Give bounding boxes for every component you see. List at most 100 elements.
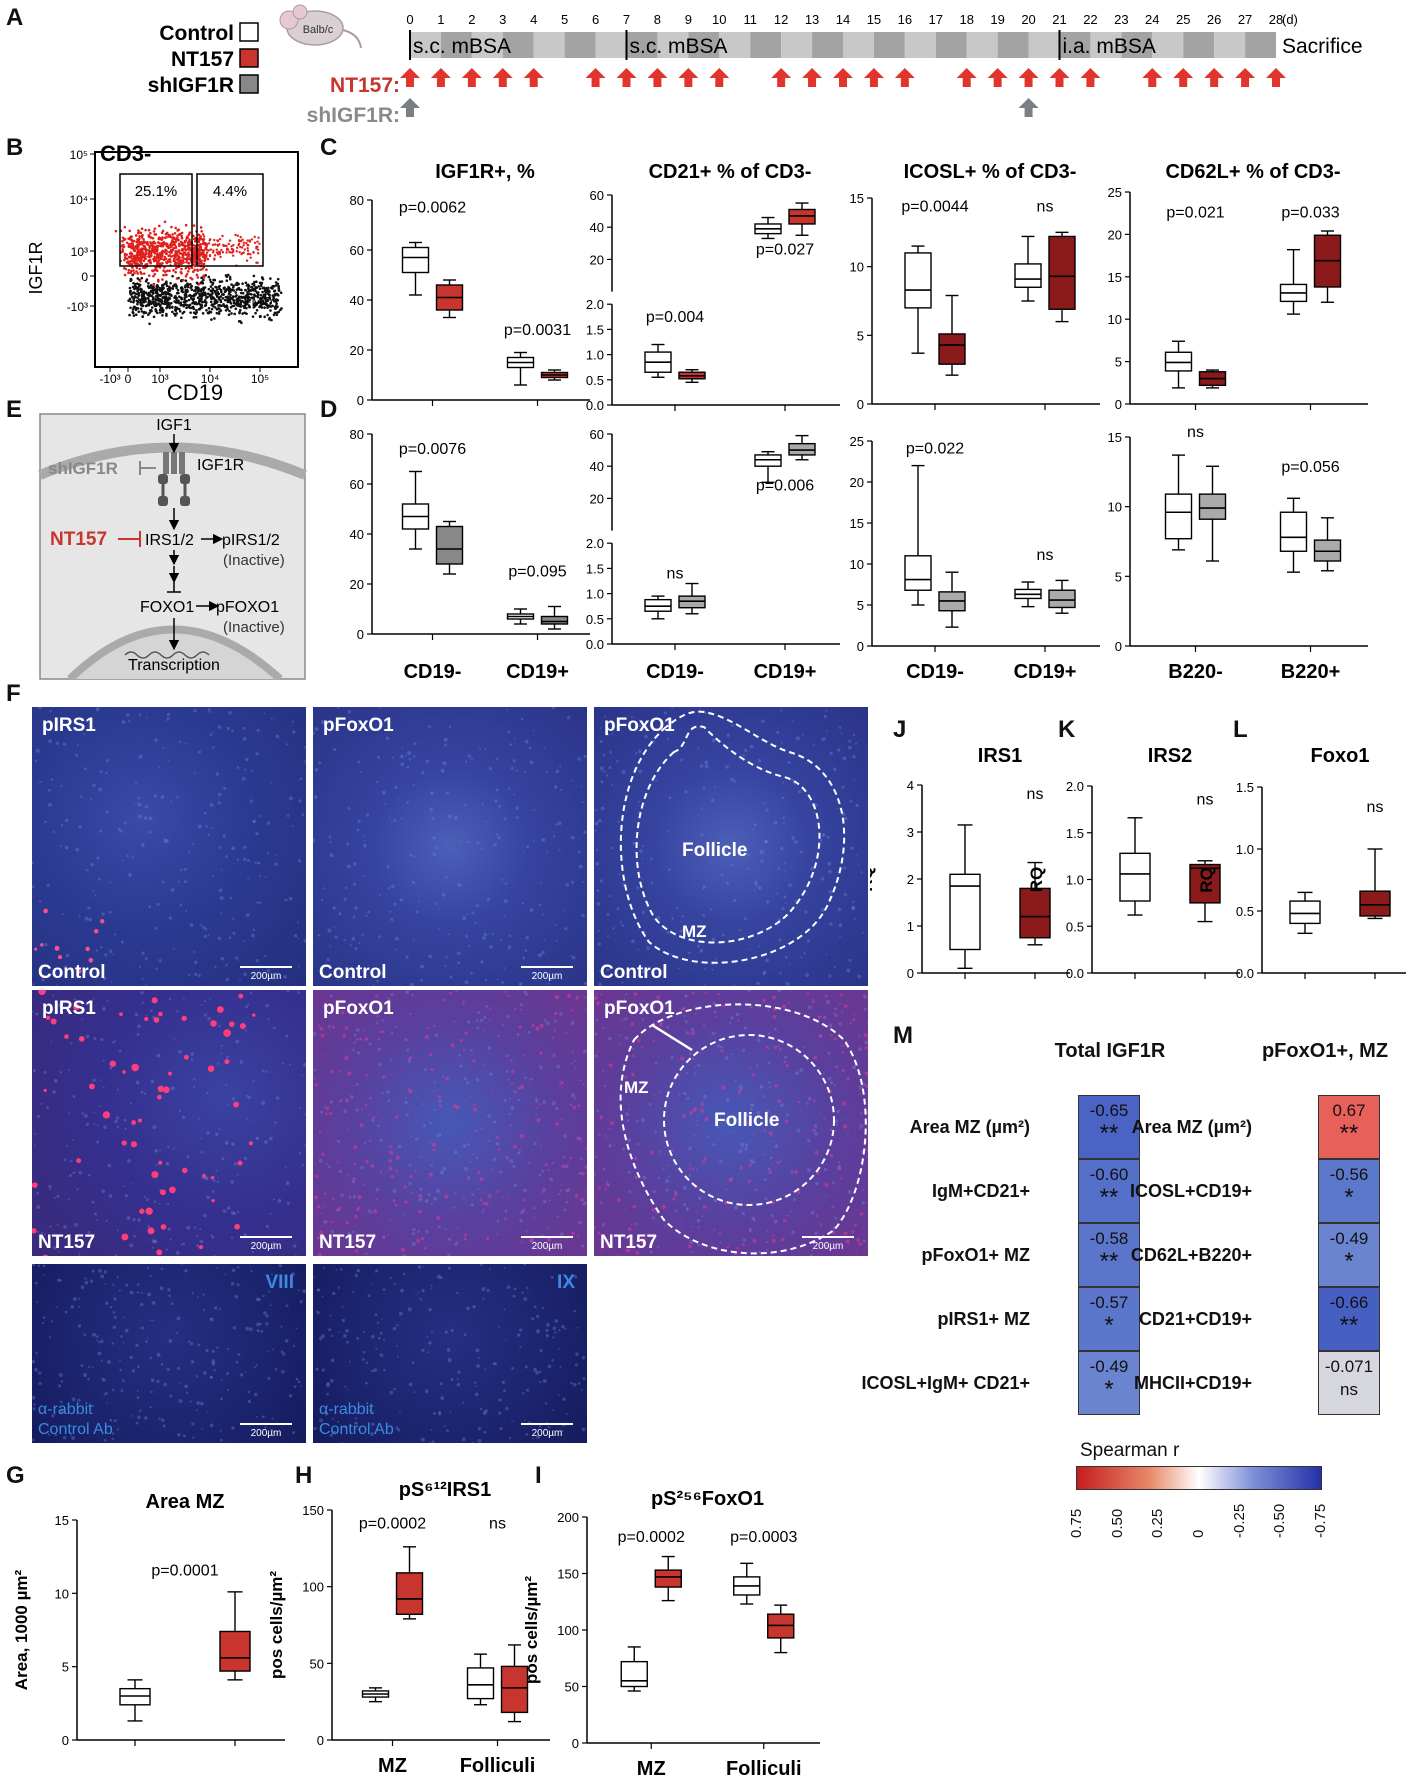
heatmap-row-label: MHCII+CD19+ xyxy=(1133,1373,1252,1393)
box xyxy=(401,470,430,550)
y-tick: 0.5 xyxy=(1066,919,1084,934)
box xyxy=(1048,579,1076,614)
flow-fmo-label: FMO xyxy=(244,294,273,309)
timeline-day-segment xyxy=(1090,32,1122,58)
micrograph-control-label: Control Ab xyxy=(319,1421,394,1438)
tissue-texture xyxy=(313,1264,586,1443)
y-tick: 1.0 xyxy=(586,587,604,602)
micrograph-stain-label: pFoxO1 xyxy=(323,715,394,736)
timeline-day-segment xyxy=(1028,32,1060,58)
heatmap-r-value: -0.66 xyxy=(1329,1293,1369,1312)
y-tick: 0.0 xyxy=(1066,966,1084,981)
scale-bar xyxy=(521,966,573,968)
category-label: MZ xyxy=(637,1758,666,1780)
box xyxy=(904,245,932,354)
category-label: CD19+ xyxy=(754,661,817,683)
nt157-arrow-icon xyxy=(400,68,420,87)
significance-label: p=0.0002 xyxy=(359,1515,426,1532)
mz-label: MZ xyxy=(682,922,707,941)
chart-title: pS²⁵⁶FoxO1 xyxy=(651,1488,764,1510)
day-tick: 4 xyxy=(530,12,537,27)
y-tick: 10 xyxy=(850,557,864,572)
day-tick: 0 xyxy=(406,12,413,27)
nt157-arrow-icon xyxy=(1204,68,1225,87)
y-tick: 40 xyxy=(350,293,364,308)
heatmap-cell: -0.65** xyxy=(1078,1095,1140,1159)
heatmap-r-value: -0.65 xyxy=(1089,1101,1129,1120)
day-tick: 9 xyxy=(685,12,692,27)
box xyxy=(395,1546,424,1620)
scale-bar-label: 200µm xyxy=(531,1428,563,1439)
heatmap-r-value: -0.60 xyxy=(1089,1165,1129,1184)
micrograph-control-label: Control Ab xyxy=(38,1421,113,1438)
flow-ytick: 10⁴ xyxy=(69,193,88,207)
y-tick: 5 xyxy=(1115,569,1122,584)
chart-title: Area MZ xyxy=(146,1491,225,1513)
legend-swatch xyxy=(239,48,259,68)
heatmap-cell: -0.57* xyxy=(1078,1287,1140,1351)
heatmap-r-value: -0.57 xyxy=(1089,1293,1129,1312)
y-tick: 150 xyxy=(557,1567,579,1582)
flow-xtick: 0 xyxy=(125,372,132,386)
y-tick: 5 xyxy=(857,598,864,613)
flow-title: CD3- xyxy=(100,141,151,166)
scale-bar xyxy=(802,1236,854,1238)
y-tick: 20 xyxy=(1108,227,1122,242)
box xyxy=(788,202,816,236)
panel-label-k: K xyxy=(1058,716,1076,743)
timeline-day-segment xyxy=(873,32,905,58)
scale-bar xyxy=(240,966,292,968)
day-unit: (d) xyxy=(1282,12,1298,27)
tissue-texture xyxy=(594,707,868,986)
flow-xlabel: CD19 xyxy=(167,380,223,405)
heatmap-significance: ** xyxy=(1099,1184,1119,1211)
category-label: B220- xyxy=(1168,661,1222,683)
tissue-texture xyxy=(32,990,306,1256)
y-axis-label: RQ xyxy=(1197,867,1216,893)
y-tick: 1.5 xyxy=(586,322,604,337)
chart-title: pS⁶¹²IRS1 xyxy=(399,1479,492,1501)
nt157-arrow-icon xyxy=(1018,68,1039,87)
category-label: CD19+ xyxy=(506,661,569,683)
y-tick: 100 xyxy=(557,1623,579,1638)
day-tick: 7 xyxy=(623,12,630,27)
box xyxy=(500,1644,529,1723)
significance-label: p=0.022 xyxy=(906,440,964,457)
boxplot-j: 01234IRS1RQns xyxy=(857,745,1070,981)
y-tick: 150 xyxy=(302,1503,324,1518)
heatmap-row-label: IgM+CD21+ xyxy=(931,1181,1030,1201)
y-tick: 80 xyxy=(350,427,364,442)
mz-label: MZ xyxy=(624,1078,649,1097)
y-tick: 1.0 xyxy=(1066,873,1084,888)
timeline-day-segment xyxy=(595,32,627,58)
tissue-texture xyxy=(32,1264,306,1443)
day-tick: 24 xyxy=(1145,12,1159,27)
timeline-day-segment xyxy=(843,32,874,58)
micrograph-condition-label: α-rabbit xyxy=(319,1401,374,1418)
injection-label: s.c. mBSA xyxy=(413,35,511,58)
pirs-label: pIRS1/2 xyxy=(222,532,280,549)
y-tick: 15 xyxy=(850,191,864,206)
flow-ytick: 0 xyxy=(81,270,88,284)
heatmap-significance: ** xyxy=(1099,1120,1119,1147)
box xyxy=(1189,860,1221,923)
y-tick: 10 xyxy=(1108,312,1122,327)
heatmap-cell: -0.49* xyxy=(1078,1351,1140,1415)
y-tick: 25 xyxy=(1108,185,1122,200)
micrograph-condition-label: α-rabbit xyxy=(38,1401,93,1418)
heatmap-cell: -0.60** xyxy=(1078,1159,1140,1223)
nt157-arrow-icon xyxy=(894,68,915,87)
panel-label-m: M xyxy=(893,1022,913,1049)
double-arrow-icon xyxy=(651,1023,693,1052)
heatmap-significance: * xyxy=(1344,1184,1354,1211)
box xyxy=(435,520,464,575)
box xyxy=(620,1646,648,1692)
box xyxy=(904,464,932,606)
pirs-state: (Inactive) xyxy=(223,552,285,569)
scale-bar-label: 200µm xyxy=(531,1241,563,1252)
